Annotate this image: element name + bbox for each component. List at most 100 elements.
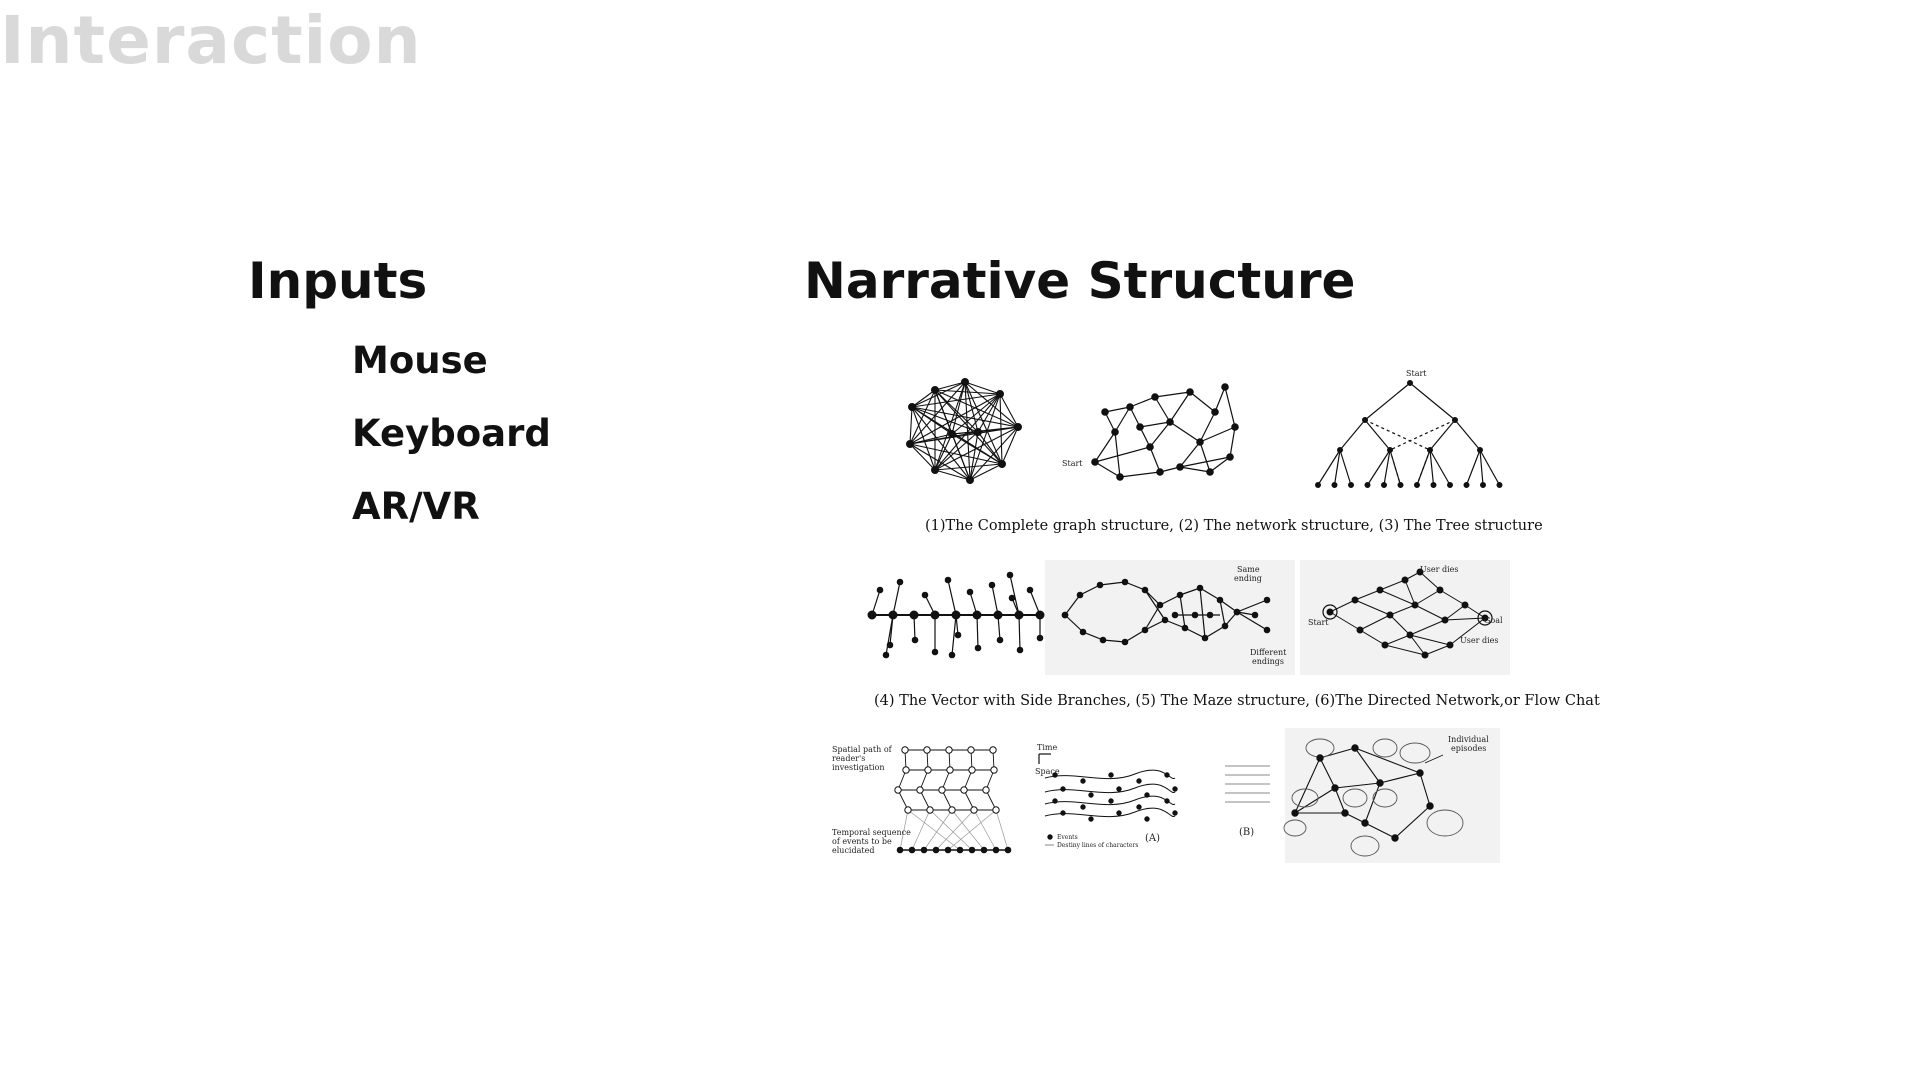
start-ring: [1322, 604, 1338, 620]
node-dot: [1004, 846, 1012, 854]
node-dot: [1381, 482, 1387, 488]
edge-line: [1104, 406, 1131, 413]
node-ring: [916, 786, 924, 794]
edge-line: [1154, 391, 1191, 398]
edge-line: [969, 393, 1001, 481]
goal-ring: [1477, 610, 1493, 626]
node-dot: [1351, 596, 1359, 604]
node-dot: [1061, 611, 1069, 619]
edge-line: [1154, 396, 1171, 423]
edge-line: [1094, 431, 1116, 463]
node-dot: [1076, 591, 1084, 599]
node-dot: [1263, 626, 1271, 634]
edge-line: [1414, 589, 1441, 606]
edge-line: [1144, 619, 1166, 631]
edge-line: [1354, 599, 1391, 616]
edge-line: [964, 381, 971, 481]
edge-line: [909, 443, 1003, 465]
edge-line: [934, 433, 953, 471]
node-dot: [911, 636, 919, 644]
node-dot: [888, 610, 898, 620]
edge-line: [1099, 581, 1126, 586]
edge-line: [1364, 419, 1431, 451]
node-dot: [1496, 482, 1503, 488]
destiny-line: [1044, 807, 1176, 818]
node-ring: [902, 766, 910, 774]
node-dot: [1026, 586, 1034, 594]
edge-line: [1219, 599, 1226, 627]
directed-user-dies-bottom-label: User dies: [1460, 636, 1498, 645]
edge-line: [1419, 571, 1441, 591]
edge-line: [1334, 782, 1381, 789]
node-dot: [1421, 651, 1429, 659]
node-dot: [1088, 816, 1094, 822]
edge-line: [911, 406, 936, 471]
node-dot: [1351, 744, 1359, 752]
edge-line: [909, 381, 966, 445]
node-dot: [1226, 453, 1234, 461]
edge-line: [1009, 574, 1020, 616]
edge-line: [1389, 604, 1416, 616]
edge-line: [1159, 594, 1181, 606]
episodes-label: episodes: [1451, 744, 1486, 753]
node-dot: [931, 466, 939, 474]
edge-line: [1179, 466, 1211, 473]
edge-line: [911, 406, 1019, 428]
node-dot: [1407, 380, 1413, 386]
node-dot: [1052, 772, 1058, 778]
edge-line: [934, 389, 1003, 465]
edge-line: [1199, 441, 1211, 473]
node-dot: [1411, 601, 1419, 609]
node-dot: [1316, 754, 1324, 762]
edge-line: [1294, 787, 1336, 814]
node-dot: [1116, 473, 1124, 481]
edge-line: [934, 463, 1003, 471]
edge-line: [892, 581, 901, 616]
node-dot: [968, 846, 976, 854]
temporal-label-line-1: Temporal sequence: [832, 828, 911, 837]
episode-loop: [1372, 738, 1398, 758]
node-dot: [1361, 819, 1369, 827]
edge-line: [1333, 449, 1341, 486]
edge-line: [909, 431, 979, 445]
edge-line: [934, 431, 979, 471]
edge-line: [1144, 589, 1161, 606]
node-ring: [948, 806, 956, 814]
node-dot: [1414, 482, 1420, 488]
edge-line: [929, 809, 973, 851]
edge-line: [1364, 382, 1411, 421]
edge-line: [1319, 757, 1336, 789]
edge-line: [1094, 461, 1121, 478]
edge-line: [976, 614, 979, 649]
node-dot: [1080, 804, 1086, 810]
node-dot: [1164, 798, 1170, 804]
node-dot: [1447, 482, 1453, 488]
maze-different-label: Different: [1250, 648, 1287, 657]
directed-start-label: Start: [1308, 618, 1329, 627]
edge-line: [1339, 449, 1352, 486]
node-dot: [1436, 586, 1444, 594]
node-ring: [968, 766, 976, 774]
node-dot: [1441, 616, 1449, 624]
edge-line: [1229, 426, 1236, 458]
edge-line: [1454, 419, 1481, 451]
node-dot: [1136, 423, 1144, 431]
node-dot: [1126, 403, 1134, 411]
maze-endings-label: endings: [1252, 657, 1284, 666]
edge-line: [1144, 589, 1166, 621]
episode-loop: [1350, 835, 1380, 857]
maze-ending-label: ending: [1234, 574, 1262, 583]
edge-line: [1236, 599, 1268, 613]
edge-line: [1139, 421, 1171, 428]
edge-line: [1199, 587, 1206, 639]
node-dot: [1008, 594, 1016, 602]
edge-line: [969, 463, 1003, 481]
time-label: Time: [1037, 743, 1057, 752]
edge-line: [1079, 584, 1101, 596]
node-dot: [1108, 798, 1114, 804]
edge-line: [1364, 822, 1396, 839]
node-dot: [1156, 468, 1164, 476]
node-dot: [931, 648, 939, 656]
edge-line: [911, 393, 1001, 408]
node-ring: [982, 786, 990, 794]
